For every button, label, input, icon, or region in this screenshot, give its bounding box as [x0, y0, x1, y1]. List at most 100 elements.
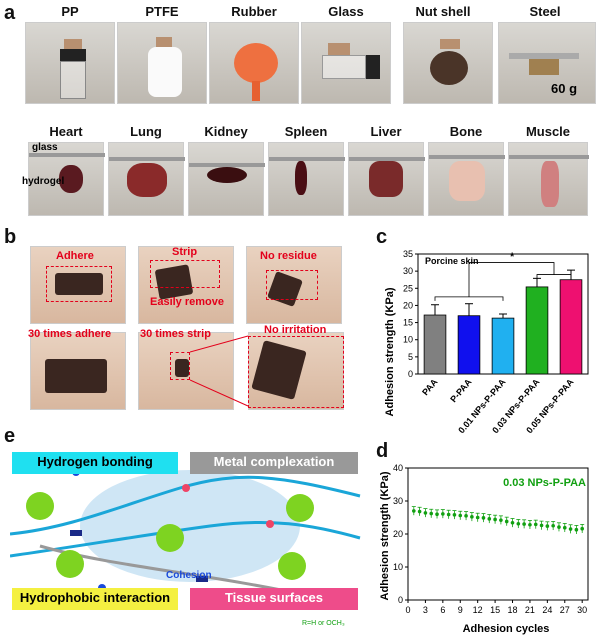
chart-d-ylabel: Adhesion strength (KPa) — [379, 471, 391, 600]
photo-30-strip — [138, 332, 234, 410]
photo-ptfe — [117, 22, 207, 104]
text-30-adhere: 30 times adhere — [28, 328, 112, 340]
text-no-irritation: No irritation — [264, 324, 327, 336]
chart-c-annotation: Porcine skin — [425, 256, 479, 266]
data-point — [429, 511, 434, 516]
y-tick-label: 35 — [403, 249, 413, 259]
y-tick-label: 25 — [403, 283, 413, 293]
y-tick-label: 30 — [393, 496, 403, 506]
x-tick-label: 18 — [508, 605, 518, 615]
data-point — [510, 520, 515, 525]
x-tick-label: 27 — [560, 605, 570, 615]
data-point — [574, 527, 579, 532]
dash-no-residue — [266, 270, 318, 300]
data-point — [516, 521, 521, 526]
bar — [525, 286, 549, 375]
crosslink-2 — [196, 576, 208, 582]
data-point — [417, 509, 422, 514]
panel-letter-e: e — [4, 425, 16, 447]
x-tick-label: 21 — [525, 605, 535, 615]
photo-heart — [28, 142, 105, 216]
photo-steel: 60 g — [498, 22, 596, 104]
data-point — [557, 525, 561, 529]
photo-30-adhere — [30, 332, 126, 410]
x-tick-label: 0 — [405, 605, 410, 615]
bracket-right — [536, 274, 572, 279]
tissue-surfaces-box: Tissue surfaces — [190, 588, 358, 610]
label-bone: Bone — [449, 124, 483, 139]
bar — [423, 314, 447, 375]
label-nut-shell: Nut shell — [415, 4, 471, 19]
x-tick-label: 12 — [473, 605, 483, 615]
r-group-note: R=H or OCH₃ — [302, 620, 345, 627]
nanoparticle-3 — [156, 524, 184, 552]
data-point — [412, 509, 416, 513]
text-easily-remove: Easily remove — [150, 296, 224, 308]
data-point — [435, 512, 439, 516]
label-muscle: Muscle — [525, 124, 571, 139]
hydrogen-bonding-box: Hydrogen bonding — [12, 452, 178, 474]
data-point — [423, 511, 428, 515]
label-lung: Lung — [130, 124, 162, 139]
photo-muscle — [508, 142, 589, 216]
hydrogel-label: hydrogel — [22, 176, 65, 187]
data-point — [522, 522, 526, 526]
label-rubber: Rubber — [231, 4, 277, 19]
panel-letter-c: c — [376, 226, 388, 248]
data-point — [545, 524, 550, 528]
text-30-strip: 30 times strip — [140, 328, 211, 340]
x-tick-label: 9 — [458, 605, 463, 615]
chart-c-ylabel: Adhesion strength (KPa) — [384, 287, 396, 416]
photo-kidney — [188, 142, 265, 216]
nanoparticle-2 — [56, 550, 84, 578]
y-tick-label: 20 — [403, 300, 413, 310]
data-point — [464, 514, 468, 518]
data-point — [499, 518, 503, 522]
data-point — [470, 515, 474, 519]
label-pp: PP — [61, 4, 79, 19]
photo-spleen — [268, 142, 345, 216]
x-tick-label: 3 — [423, 605, 428, 615]
data-point — [562, 525, 567, 530]
y-tick-label: 0 — [398, 595, 403, 605]
metal-node-2 — [266, 520, 274, 528]
y-tick-label: 30 — [403, 266, 413, 276]
data-point — [481, 516, 486, 520]
dash-30-strip — [170, 352, 190, 380]
panel-letter-a: a — [4, 2, 16, 24]
data-point — [539, 523, 544, 528]
metal-node-1 — [182, 484, 190, 492]
photo-strip — [138, 246, 234, 324]
nanoparticle-1 — [26, 492, 54, 520]
dash-strip — [150, 260, 220, 288]
x-tick-label: 30 — [577, 605, 587, 615]
bracket-top — [468, 262, 555, 297]
cohesion-label: Cohesion — [166, 570, 212, 581]
y-tick-label: 15 — [403, 318, 413, 328]
photo-bone — [428, 142, 505, 216]
text-adhere: Adhere — [56, 250, 94, 262]
label-spleen: Spleen — [284, 124, 328, 139]
label-heart: Heart — [49, 124, 83, 139]
y-tick-label: 10 — [403, 335, 413, 345]
data-point — [458, 513, 463, 518]
hydrophobic-interaction-box: Hydrophobic interaction — [12, 588, 178, 610]
chart-d-xlabel: Adhesion cycles — [463, 623, 550, 635]
glass-label: glass — [32, 142, 58, 153]
label-steel: Steel — [529, 4, 561, 19]
cohesion-region — [80, 470, 300, 582]
label-liver: Liver — [370, 124, 402, 139]
zoom-lines — [190, 335, 249, 407]
photo-glass — [301, 22, 391, 104]
dash-no-irritation — [248, 336, 344, 408]
x-tick-label: 15 — [490, 605, 500, 615]
y-tick-label: 0 — [408, 369, 413, 379]
photo-pp — [25, 22, 115, 104]
nanoparticle-4 — [286, 494, 314, 522]
scatter-chart: Adhesion strength (KPa) Adhesion cycles … — [379, 463, 589, 635]
chart-c-significance: * — [510, 251, 515, 263]
y-tick-label: 20 — [393, 529, 403, 539]
y-tick-label: 5 — [408, 352, 413, 362]
bar-chart: Adhesion strength (KPa) Porcine skin * 0… — [384, 249, 589, 435]
data-point — [487, 517, 492, 521]
